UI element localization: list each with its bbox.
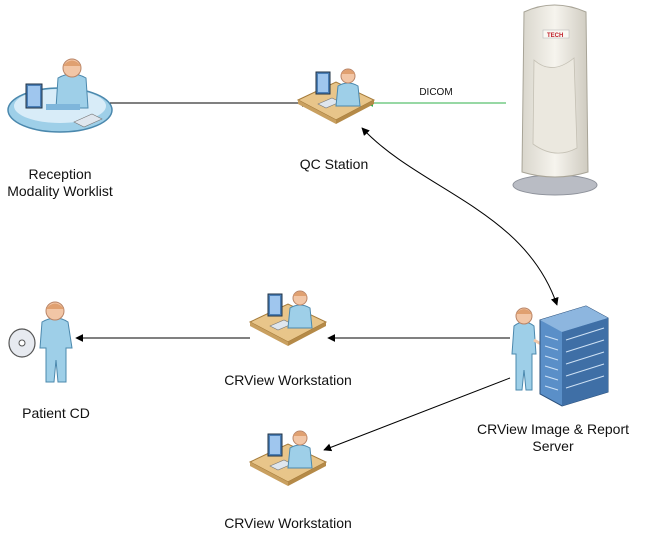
crview-workstation-1-icon bbox=[249, 290, 327, 347]
crview-workstation-2-icon bbox=[249, 430, 327, 487]
crview-workstation-2-label: CRView Workstation bbox=[224, 515, 352, 531]
qc-station-icon bbox=[297, 68, 375, 125]
server-label: CRView Image & Report Server bbox=[462, 421, 644, 455]
server-label-line1: CRView Image & Report bbox=[477, 421, 629, 437]
dicom-label: DICOM bbox=[419, 87, 453, 98]
device-brand-text: TECH bbox=[547, 33, 563, 39]
qc-station-label: QC Station bbox=[299, 156, 369, 172]
reception-label: Reception Modality Worklist bbox=[0, 166, 120, 200]
patient-cd-label: Patient CD bbox=[22, 405, 90, 421]
cr-reader-device: TECH bbox=[506, 0, 606, 205]
reception-label-line2: Modality Worklist bbox=[7, 183, 113, 199]
server-label-line2: Server bbox=[532, 438, 574, 454]
edge-qc-server bbox=[361, 127, 559, 306]
edge-server-ws2 bbox=[323, 377, 511, 452]
reception-workstation-icon bbox=[7, 58, 113, 133]
server-rack-icon bbox=[511, 305, 609, 407]
reception-label-line1: Reception bbox=[28, 166, 92, 182]
crview-workstation-1-label: CRView Workstation bbox=[224, 372, 352, 388]
patient-cd-icon bbox=[8, 301, 73, 383]
